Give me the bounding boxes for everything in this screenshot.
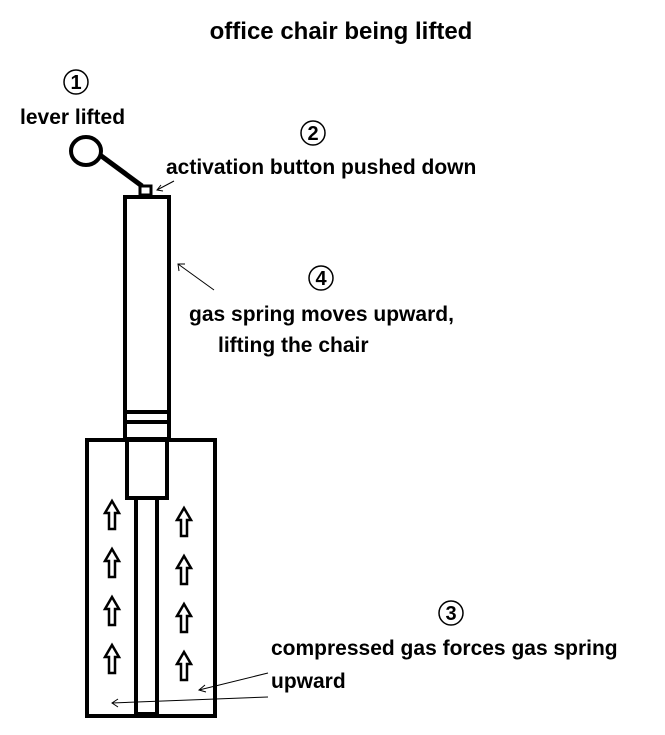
- up-arrow-icon: [102, 594, 122, 627]
- up-arrow-icon: [102, 642, 122, 675]
- step-4-pointer-arrow: [177, 263, 215, 291]
- activation-button: [138, 184, 153, 197]
- cylinder-collar: [123, 410, 171, 441]
- step-2-pointer-arrow: [156, 180, 175, 192]
- piston-rod: [134, 496, 159, 716]
- step-4-callout: 4 gas spring moves upward, lifting the c…: [189, 265, 454, 357]
- step-3-label-line-1: compressed gas forces gas spring: [271, 637, 618, 660]
- step-3-pointer-arrows: [111, 672, 269, 708]
- piston-head: [125, 438, 169, 500]
- step-4-label-line-2: lifting the chair: [218, 334, 369, 357]
- step-1-number-circle: [63, 69, 89, 95]
- step-2-number: 2: [307, 123, 318, 145]
- up-arrow-icon: [102, 546, 122, 579]
- step-3-callout: 3 compressed gas forces gas spring upwar…: [271, 600, 618, 693]
- step-2-number-circle: [300, 120, 326, 146]
- step-2-callout: 2 activation button pushed down: [166, 120, 476, 179]
- step-1-number: 1: [70, 72, 81, 94]
- step-3-number-circle: [438, 600, 464, 626]
- step-3-number: 3: [445, 603, 456, 625]
- up-arrow-icon: [174, 601, 194, 634]
- step-2-label: activation button pushed down: [166, 156, 476, 179]
- gas-pressure-arrows-left: [102, 498, 122, 675]
- step-1-callout: 1 lever lifted: [20, 69, 125, 129]
- step-3-label-line-2: upward: [271, 670, 346, 693]
- diagram-title: office chair being lifted: [210, 18, 473, 45]
- lever-icon: [69, 135, 144, 189]
- step-1-label: lever lifted: [20, 106, 125, 129]
- gas-spring-cylinder: [123, 195, 171, 414]
- step-4-label-line-1: gas spring moves upward,: [189, 303, 454, 326]
- up-arrow-icon: [174, 649, 194, 682]
- up-arrow-icon: [174, 505, 194, 538]
- step-4-number: 4: [315, 268, 327, 290]
- up-arrow-icon: [174, 553, 194, 586]
- step-4-number-circle: [308, 265, 334, 291]
- up-arrow-icon: [102, 498, 122, 531]
- gas-pressure-arrows-right: [174, 505, 194, 682]
